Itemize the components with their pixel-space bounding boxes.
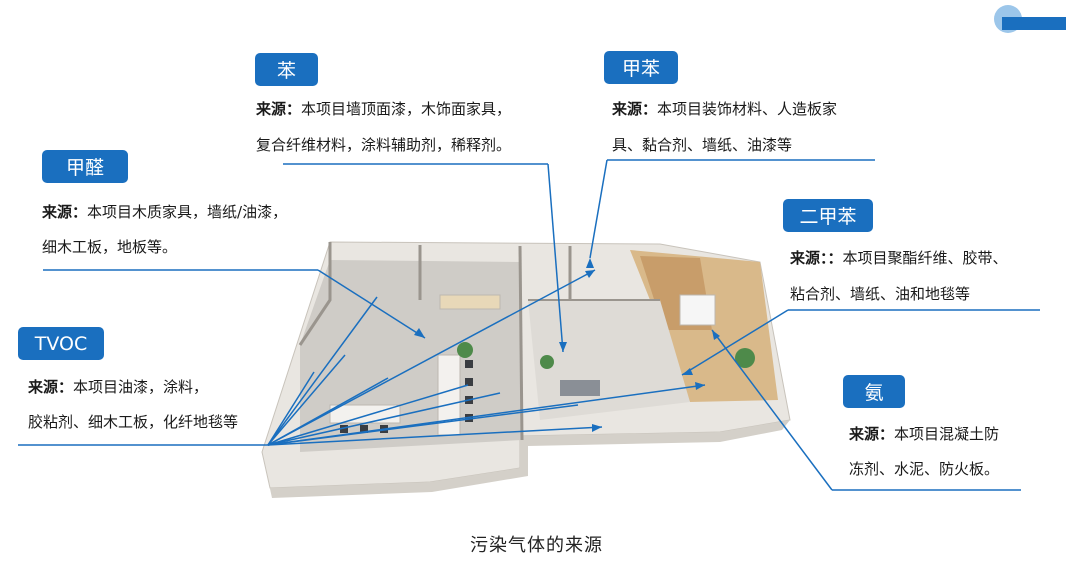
tag-tvoc: TVOC <box>18 327 104 360</box>
tag-formaldehyde: 甲醛 <box>42 150 128 183</box>
source-toluene-line1: 来源：本项目装饰材料、人造板家 <box>612 100 838 118</box>
table <box>439 294 501 310</box>
tag-ammonia: 氨 <box>843 375 905 408</box>
source-xylene-line1: 来源：：本项目聚酯纤维、胶带、 <box>790 249 1008 267</box>
corner-decoration <box>990 5 1073 35</box>
source-tvoc-line1: 来源：本项目油漆，涂料， <box>28 378 209 396</box>
slab-edge <box>262 420 790 498</box>
source-formaldehyde-line2: 细木工板，地板等。 <box>42 238 178 256</box>
source-benzene-line2: 复合纤维材料，涂料辅助剂，稀释剂。 <box>256 136 512 154</box>
sofa <box>560 380 600 396</box>
source-tvoc-line2: 胶粘剂、细木工板，化纤地毯等 <box>28 413 239 431</box>
tag-benzene: 苯 <box>255 53 318 86</box>
source-toluene-line2: 具、黏合剂、墙纸、油漆等 <box>612 136 793 154</box>
desk <box>329 404 401 424</box>
tag-toluene: 甲苯 <box>604 51 678 84</box>
reception-desk <box>679 294 716 326</box>
tag-xylene: 二甲苯 <box>783 199 873 232</box>
decorative-bar <box>1002 17 1066 30</box>
source-ammonia-line2: 冻剂、水泥、防火板。 <box>849 460 1000 478</box>
leader-lines <box>18 159 1040 491</box>
source-ammonia-line1: 来源：本项目混凝土防 <box>849 425 1000 443</box>
figure-caption: 污染气体的来源 <box>470 535 603 556</box>
source-benzene-line1: 来源：本项目墙顶面漆，木饰面家具， <box>256 100 512 118</box>
source-xylene-line2: 粘合剂、墙纸、油和地毯等 <box>790 285 971 303</box>
source-formaldehyde-line1: 来源：本项目木质家具，墙纸/油漆， <box>42 203 288 221</box>
